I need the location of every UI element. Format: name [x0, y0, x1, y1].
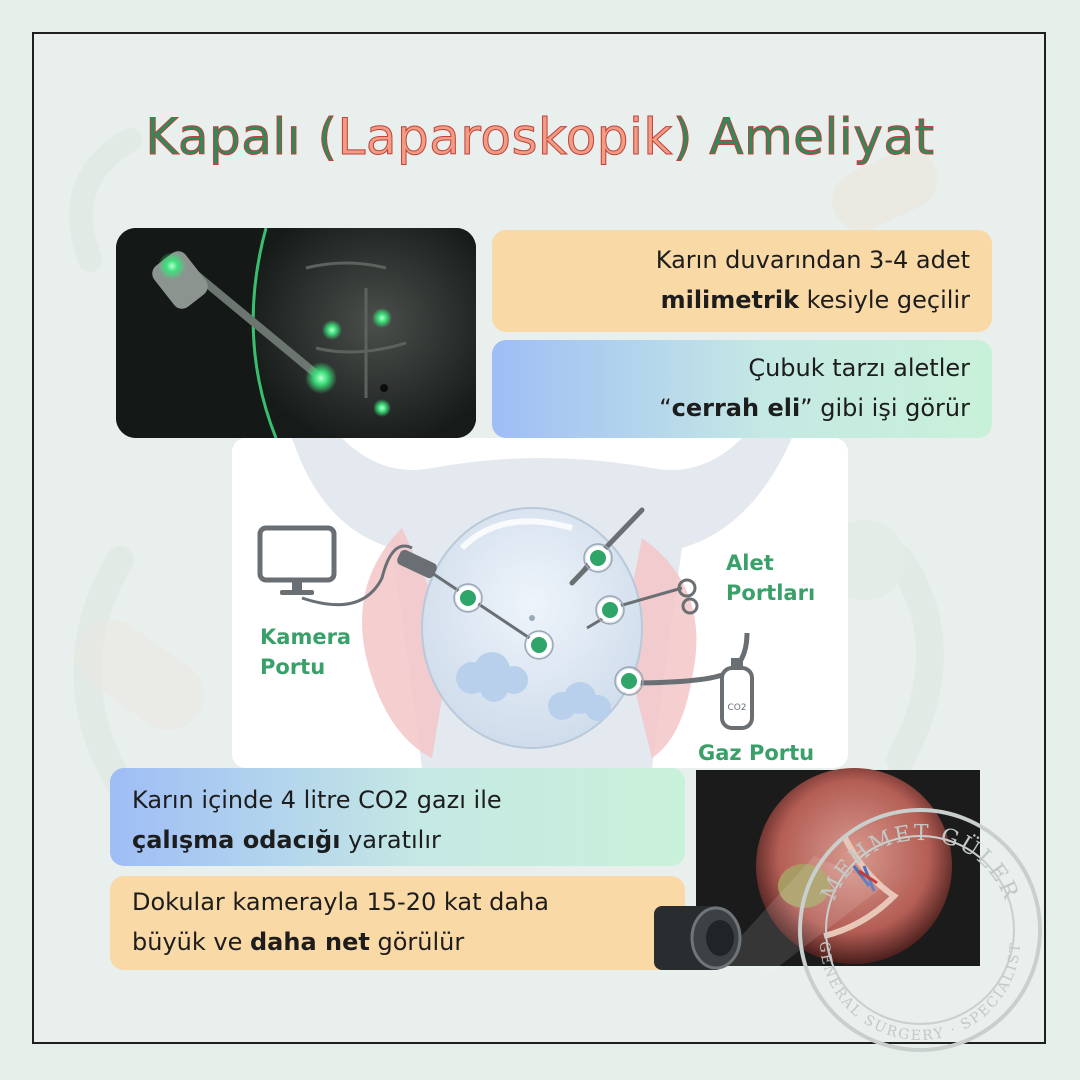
- camera-port-label: Kamera Portu: [260, 622, 351, 682]
- info-3-bold: çalışma odacığı: [132, 826, 341, 854]
- stamp-subtitle: GENERAL SURGERY · SPECIALIST: [816, 941, 1022, 1044]
- co2-tank-icon: CO2: [720, 658, 754, 730]
- info-3-line1: Karın içinde 4 litre CO2 gazı ile: [132, 786, 502, 814]
- camera-port-label-line2: Portu: [260, 655, 326, 679]
- tank-label: CO2: [727, 703, 746, 713]
- info-1-bold: milimetrik: [660, 286, 800, 314]
- info-4-line2: büyük ve daha net görülür: [132, 922, 685, 962]
- info-3-line2: çalışma odacığı yaratılır: [132, 820, 685, 860]
- info-4-pre: büyük ve: [132, 928, 250, 956]
- abdomen-ports-illustration: [116, 228, 476, 438]
- info-box-magnification: Dokular kamerayla 15-20 kat daha büyük v…: [110, 876, 685, 970]
- info-1-line1: Karın duvarından 3-4 adet: [655, 246, 970, 274]
- info-4-bold: daha net: [249, 928, 370, 956]
- camera-port-label-line1: Kamera: [260, 625, 352, 649]
- camera-lens-icon: [654, 906, 742, 970]
- info-box-instruments: Çubuk tarzı aletler “cerrah eli” gibi iş…: [492, 340, 992, 438]
- info-2-bold: cerrah eli: [671, 394, 801, 422]
- instrument-ports-label: Alet Portları: [726, 548, 815, 608]
- info-box-co2: Karın içinde 4 litre CO2 gazı ile çalışm…: [110, 768, 685, 866]
- info-2-pre: “: [659, 394, 672, 422]
- laparoscopy-port-diagram: CO2 Kamera Portu Alet Portları Gaz Portu: [232, 438, 848, 768]
- port-dot-center: [527, 633, 551, 657]
- info-1-rest: kesiyle geçilir: [799, 286, 970, 314]
- svg-text:GENERAL SURGERY · SPECIALIST: GENERAL SURGERY · SPECIALIST: [816, 941, 1024, 1044]
- info-4-rest: görülür: [369, 928, 465, 956]
- watermark-stamp: MEHMET GÜLER GENERAL SURGERY · SPECIALIS…: [798, 808, 1042, 1052]
- title-part3: ) Ameliyat: [672, 108, 935, 167]
- gas-port-label: Gaz Portu: [698, 741, 815, 765]
- gas-port-dot: [617, 669, 641, 693]
- instrument-port-dot-1: [586, 546, 610, 570]
- info-1-line2: milimetrik kesiyle geçilir: [492, 280, 970, 320]
- info-box-incisions: Karın duvarından 3-4 adet milimetrik kes…: [492, 230, 992, 332]
- page-title: Kapalı (Laparoskopik) Ameliyat: [0, 108, 1080, 167]
- info-3-rest: yaratılır: [340, 826, 441, 854]
- title-part1: Kapalı (: [145, 108, 338, 167]
- camera-port-dot: [456, 586, 480, 610]
- title-accent: Laparoskopik: [337, 108, 673, 167]
- info-2-line2: “cerrah eli” gibi işi görür: [492, 388, 970, 428]
- info-2-rest: ” gibi işi görür: [800, 394, 970, 422]
- laparoscope-camera-icon: [397, 549, 538, 645]
- info-4-line1: Dokular kamerayla 15-20 kat daha: [132, 888, 549, 916]
- instrument-ports-label-line2: Portları: [726, 581, 816, 605]
- endoscopic-view-illustration: [654, 766, 980, 970]
- instrument-ports-label-line1: Alet: [726, 551, 774, 575]
- info-2-line1: Çubuk tarzı aletler: [748, 354, 970, 382]
- monitor-icon: [257, 525, 337, 595]
- instrument-port-dot-2: [598, 598, 622, 622]
